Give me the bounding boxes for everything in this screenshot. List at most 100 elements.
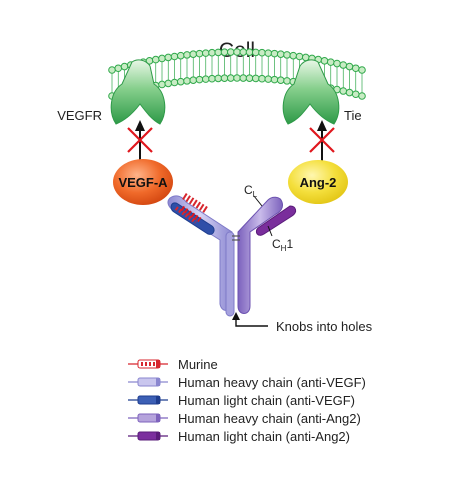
lipid-head-inner <box>170 78 179 87</box>
heavy-chain-anti-ang2 <box>237 196 283 314</box>
lipid-head-outer <box>239 48 248 56</box>
ang2-block-cross-icon <box>309 127 335 153</box>
murine-swatch-icon <box>128 359 168 369</box>
vegf-a-label: VEGF-A <box>118 175 168 190</box>
lipid-head-inner <box>351 90 360 99</box>
cl-pointer <box>253 195 263 207</box>
vegf-block-cross-icon <box>127 127 153 153</box>
legend-label: Murine <box>178 357 218 372</box>
lipid-head-inner <box>226 74 235 82</box>
lipid-head-outer <box>176 51 185 60</box>
ang2-ligand <box>288 160 348 204</box>
vegf-a-ligand <box>113 159 173 205</box>
ch1-label: CH1 <box>272 237 293 253</box>
lipid-head-inner <box>251 74 260 83</box>
lipid-head-inner <box>358 92 366 100</box>
lipid-head-outer <box>351 64 360 73</box>
heavy-chain-anti-vegf <box>167 195 235 317</box>
light-chain-anti-ang2 <box>255 205 297 236</box>
lipid-head-outer <box>264 49 273 57</box>
lipid-head-outer <box>189 50 198 59</box>
tie-label: Tie <box>344 108 362 123</box>
legend-item: Human light chain (anti-VEGF) <box>128 393 355 408</box>
murine-region <box>174 193 208 224</box>
lipid-head-inner <box>214 74 223 83</box>
lipid-head-outer <box>120 62 129 71</box>
lipid-head-inner <box>258 74 266 83</box>
lipid-head-outer <box>245 48 254 56</box>
lipid-head-outer <box>151 55 160 64</box>
knobs-label: Knobs into holes <box>276 319 373 334</box>
lipid-head-inner <box>245 74 254 82</box>
light-vegf-swatch-icon <box>128 395 168 405</box>
lipid-head-inner <box>264 75 273 83</box>
lipid-head-outer <box>226 48 235 56</box>
lipid-head-inner <box>339 87 348 95</box>
lipid-head-inner <box>239 74 248 82</box>
legend-item: Human heavy chain (anti-VEGF) <box>128 375 366 390</box>
light-chain-anti-vegf <box>170 202 215 235</box>
lipid-head-inner <box>195 75 204 84</box>
legend-item: Human light chain (anti-Ang2) <box>128 429 350 444</box>
heavy-ang2-swatch-icon <box>128 413 168 423</box>
lipid-head-outer <box>320 57 329 65</box>
lipid-head-outer <box>358 66 366 74</box>
legend-item: Murine <box>128 357 218 372</box>
lipid-head-outer <box>276 50 285 59</box>
lipid-head-outer <box>214 48 223 57</box>
lipid-head-inner <box>201 75 210 83</box>
lipid-head-inner <box>158 80 166 89</box>
lipid-head-outer <box>170 52 179 61</box>
lipid-head-inner <box>176 77 185 86</box>
lipid-head-outer <box>195 49 204 58</box>
lipid-head-outer <box>208 48 216 57</box>
legend-item: Human heavy chain (anti-Ang2) <box>128 411 361 426</box>
vegfr-receptor <box>110 59 166 125</box>
lipid-head-outer <box>283 51 291 59</box>
lipid-head-outer <box>201 49 210 57</box>
tie-receptor <box>282 59 340 125</box>
lipid-head-outer <box>258 48 266 57</box>
lipid-head-outer <box>220 48 229 56</box>
ang2-label: Ang-2 <box>300 175 337 190</box>
lipid-head-outer <box>289 51 298 60</box>
legend-label: Human light chain (anti-Ang2) <box>178 429 350 444</box>
lipid-head-inner <box>233 74 241 82</box>
lipid-head-inner <box>345 88 354 97</box>
lipid-head-outer <box>345 62 354 71</box>
legend-label: Human heavy chain (anti-VEGF) <box>178 375 366 390</box>
vegfr-label: VEGFR <box>57 108 102 123</box>
lipid-head-outer <box>158 54 166 63</box>
ch1-pointer <box>267 225 273 237</box>
lipid-head-outer <box>164 53 173 62</box>
lipid-head-outer <box>183 51 191 59</box>
lipid-head-outer <box>326 58 335 66</box>
lipid-head-inner <box>164 79 173 88</box>
lipid-head-outer <box>270 49 279 58</box>
lipid-head-inner <box>270 75 279 84</box>
lipid-head-inner <box>276 76 285 85</box>
lipid-head-outer <box>251 48 260 57</box>
lipid-head-inner <box>283 77 291 85</box>
knobs-arrow-icon <box>232 312 268 327</box>
lipid-head-outer <box>108 66 116 74</box>
heavy-vegf-swatch-icon <box>128 377 168 387</box>
lipid-head-inner <box>183 77 191 85</box>
ang2-arrow-icon <box>317 120 327 164</box>
lipid-head-outer <box>233 48 241 56</box>
lipid-head-outer <box>301 53 310 62</box>
lipid-head-outer <box>339 61 348 69</box>
light-ang2-swatch-icon <box>128 431 168 441</box>
lipid-head-inner <box>208 74 216 83</box>
lipid-head-inner <box>189 76 198 85</box>
lipid-head-outer <box>295 52 304 61</box>
legend-label: Human light chain (anti-VEGF) <box>178 393 355 408</box>
lipid-head-outer <box>333 59 341 68</box>
cl-label: CL <box>244 183 258 199</box>
lipid-head-inner <box>220 74 229 82</box>
legend-label: Human heavy chain (anti-Ang2) <box>178 411 361 426</box>
lipid-head-outer <box>114 64 123 73</box>
